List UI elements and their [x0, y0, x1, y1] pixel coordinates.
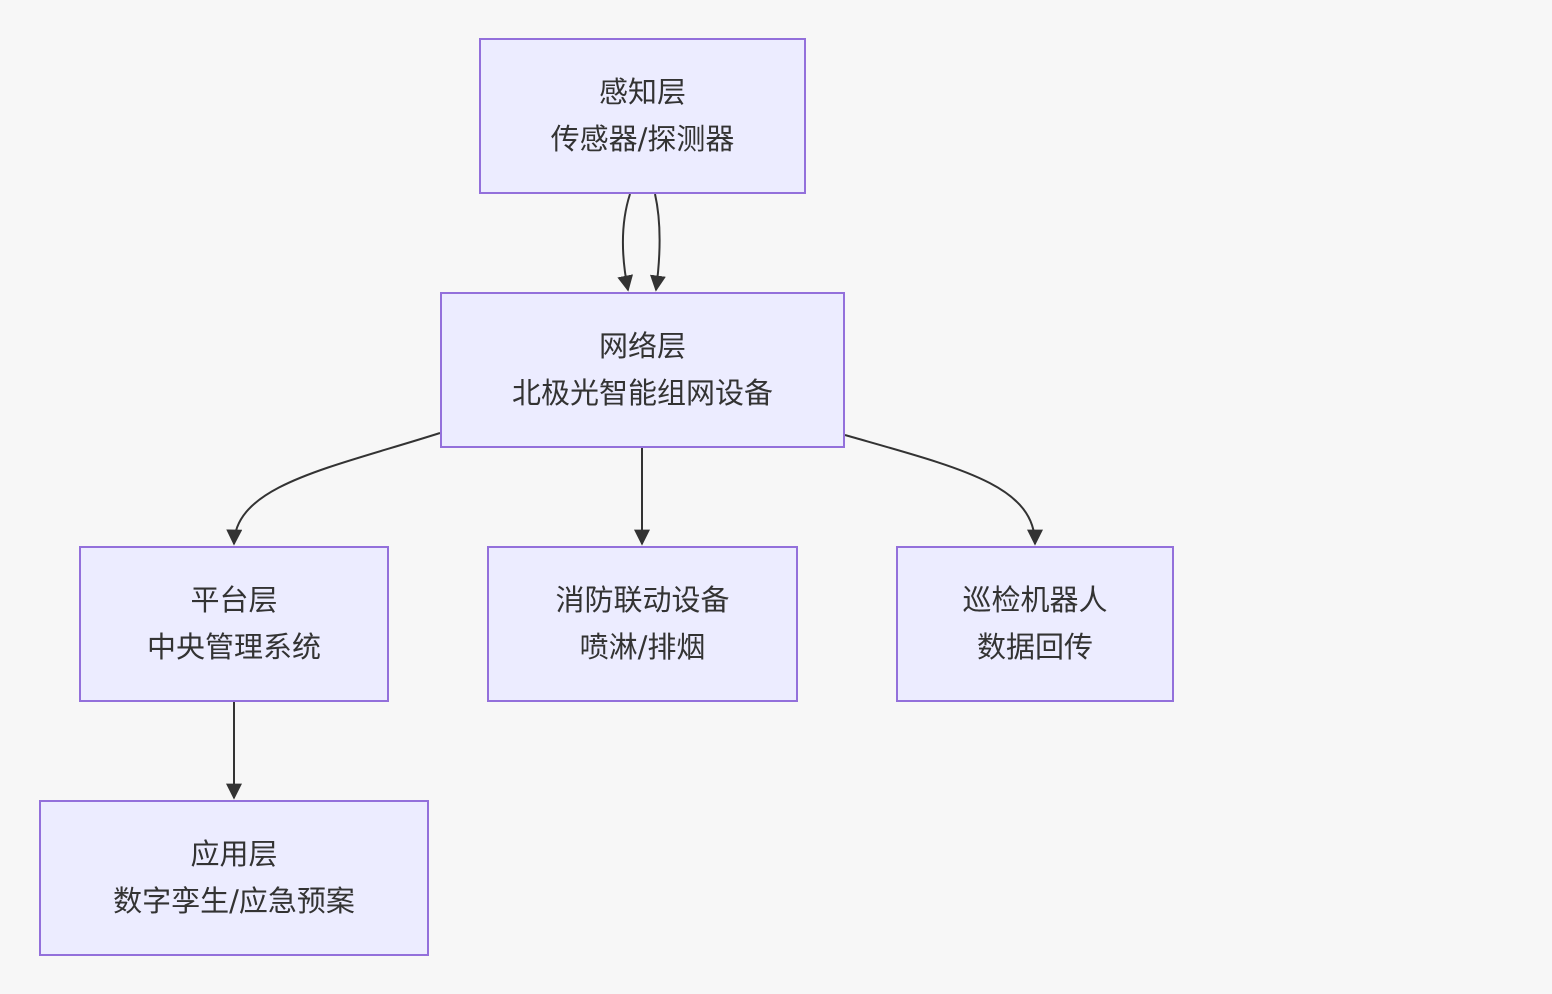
node-subtitle: 传感器/探测器	[550, 122, 735, 156]
node-title: 巡检机器人	[962, 583, 1108, 617]
edge-perception-network-right	[649, 193, 666, 292]
node-subtitle: 数字孪生/应急预案	[113, 884, 355, 918]
node-inspection-robot: 巡检机器人 数据回传	[896, 546, 1174, 702]
node-subtitle: 北极光智能组网设备	[511, 376, 773, 410]
edge-network-robot	[844, 434, 1043, 546]
node-title: 应用层	[190, 837, 278, 871]
node-subtitle: 喷淋/排烟	[579, 630, 706, 664]
node-application-layer: 应用层 数字孪生/应急预案	[39, 800, 429, 956]
node-title: 平台层	[190, 583, 278, 617]
node-title: 感知层	[598, 75, 686, 109]
node-title: 网络层	[598, 329, 686, 363]
node-platform-layer: 平台层 中央管理系统	[79, 546, 389, 702]
node-fire-linkage-equipment: 消防联动设备 喷淋/排烟	[487, 546, 798, 702]
node-subtitle: 数据回传	[976, 630, 1093, 664]
node-network-layer: 网络层 北极光智能组网设备	[440, 292, 845, 448]
edge-network-platform	[226, 432, 441, 546]
edge-perception-network-left	[617, 193, 634, 292]
node-title: 消防联动设备	[555, 583, 730, 617]
node-subtitle: 中央管理系统	[146, 630, 321, 664]
node-perception-layer: 感知层 传感器/探测器	[479, 38, 806, 194]
